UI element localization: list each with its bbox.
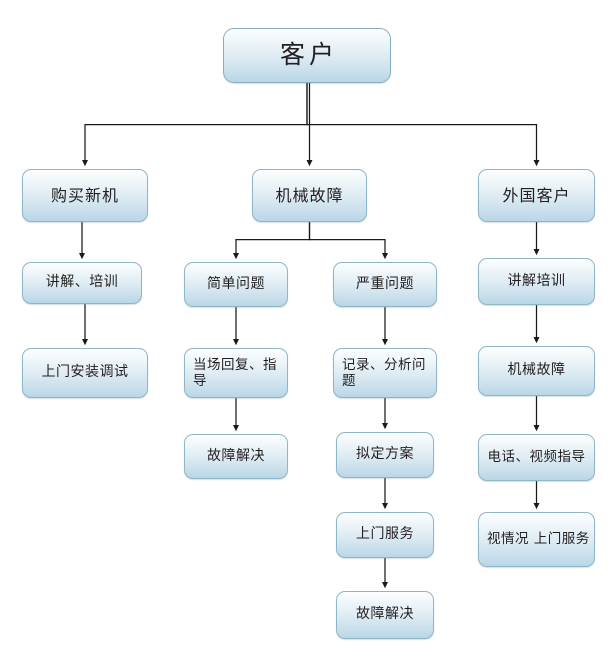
flow-node-label: 故障解决 xyxy=(356,606,414,623)
flow-node-n_buy[interactable]: 购买新机 xyxy=(22,169,148,222)
flow-node-label: 故障解决 xyxy=(207,447,265,464)
flow-node-label: 外国客户 xyxy=(502,185,571,205)
flow-node-label: 讲解、培训 xyxy=(45,274,119,291)
flow-node-label: 电话、视频指导 xyxy=(487,449,586,466)
flow-node-label: 拟定方案 xyxy=(356,446,414,463)
flow-node-n_fault[interactable]: 机械故障 xyxy=(252,169,367,222)
flow-node-label: 上门服务 xyxy=(356,526,414,543)
flow-node-n_forgn[interactable]: 外国客户 xyxy=(478,169,595,222)
flow-node-s_plan[interactable]: 拟定方案 xyxy=(336,432,434,478)
connector-root-to-n_forgn xyxy=(306,83,540,167)
flow-node-label: 视情况 上门服务 xyxy=(487,531,590,548)
flow-node-label: 记录、分析问题 xyxy=(342,356,426,389)
flow-node-m_simple[interactable]: 简单问题 xyxy=(184,262,288,307)
flow-node-s_onsite[interactable]: 上门服务 xyxy=(336,512,434,558)
flow-node-label: 当场回复、指导 xyxy=(193,356,277,389)
flow-node-l_train[interactable]: 讲解、培训 xyxy=(22,262,142,304)
flow-node-l_inst[interactable]: 上门安装调试 xyxy=(22,348,148,398)
connector-n_fault-to-m_simple xyxy=(232,222,311,260)
flow-node-label: 机械故障 xyxy=(507,362,566,379)
flow-node-label: 客户 xyxy=(279,40,338,70)
flow-node-r_visit[interactable]: 视情况 上门服务 xyxy=(478,512,595,567)
flow-node-r_guide[interactable]: 电话、视频指导 xyxy=(478,434,595,481)
flow-node-label: 严重问题 xyxy=(356,275,414,292)
flow-node-m_reply[interactable]: 当场回复、指导 xyxy=(184,348,288,398)
connector-root-to-n_buy xyxy=(81,83,308,167)
flow-node-s_severe[interactable]: 严重问题 xyxy=(333,262,437,307)
flow-node-m_solved[interactable]: 故障解决 xyxy=(184,434,288,479)
flow-node-r_fault[interactable]: 机械故障 xyxy=(478,346,595,396)
flow-node-label: 机械故障 xyxy=(275,185,344,205)
flow-node-label: 购买新机 xyxy=(50,185,119,205)
flow-node-label: 讲解培训 xyxy=(507,272,566,289)
flow-node-s_solved[interactable]: 故障解决 xyxy=(336,591,434,639)
connector-n_fault-to-s_severe xyxy=(308,222,389,260)
flow-node-s_record[interactable]: 记录、分析问题 xyxy=(333,348,437,398)
flow-node-label: 上门安装调试 xyxy=(41,364,129,381)
flow-node-label: 简单问题 xyxy=(207,275,265,292)
flow-node-r_train[interactable]: 讲解培训 xyxy=(478,258,595,305)
flow-node-root[interactable]: 客户 xyxy=(223,28,391,83)
